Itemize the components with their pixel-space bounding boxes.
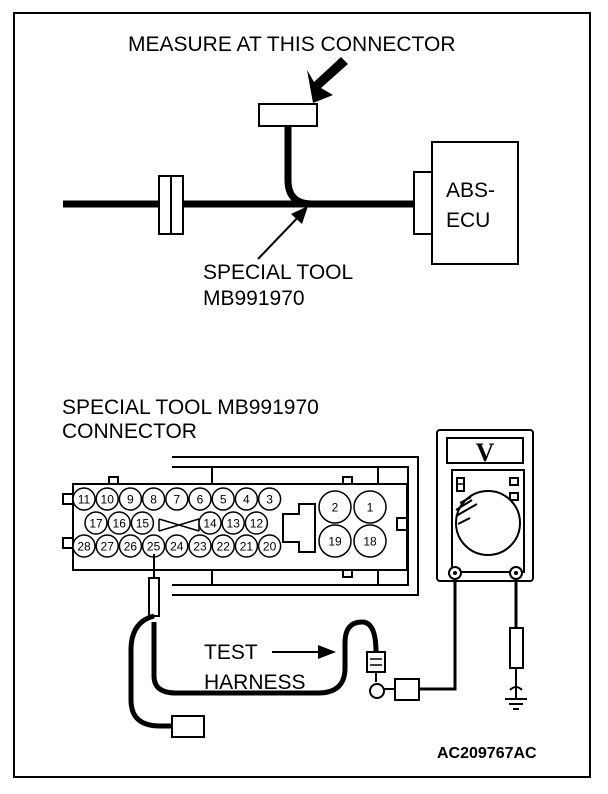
connector-pin-label: 20 bbox=[263, 539, 277, 553]
connector-pin bbox=[118, 487, 143, 511]
measure-connector bbox=[258, 103, 318, 127]
connector-pin-label: 27 bbox=[101, 539, 115, 553]
connector-label-line2: CONNECTOR bbox=[62, 420, 197, 443]
connector-pin-label: 25 bbox=[147, 539, 161, 553]
voltmeter-label: V bbox=[476, 438, 495, 467]
connector-pin bbox=[188, 487, 212, 511]
connector-pin bbox=[211, 534, 235, 558]
special-tool-label-line1: SPECIAL TOOL bbox=[203, 261, 354, 284]
connector-pin bbox=[244, 511, 269, 535]
connector-pin-label: 23 bbox=[193, 539, 207, 553]
arrow-icon bbox=[307, 57, 348, 103]
connector-pin bbox=[72, 487, 96, 511]
connector-pin-label: 18 bbox=[363, 535, 377, 549]
connector-pin bbox=[211, 487, 235, 511]
connector-pin-label: 14 bbox=[203, 516, 217, 530]
abs-ecu-label-line1: ABS- bbox=[446, 179, 496, 202]
connector-pin bbox=[95, 534, 119, 558]
connector-pin-label: 28 bbox=[77, 539, 91, 553]
connector-pin-label: 7 bbox=[173, 492, 180, 506]
connector-pin-label: 5 bbox=[220, 492, 227, 506]
connector-pin-label: 15 bbox=[136, 516, 150, 530]
connector-pin-label: 1 bbox=[367, 501, 374, 515]
connector-pin bbox=[234, 487, 259, 511]
connector-pin bbox=[107, 511, 131, 535]
connector-pin-label: 3 bbox=[266, 492, 273, 506]
connector-pin bbox=[95, 487, 119, 511]
connector-pin bbox=[318, 490, 352, 524]
test-harness-arrow bbox=[272, 645, 336, 659]
connector-pin bbox=[234, 534, 259, 558]
abs-ecu-box bbox=[413, 141, 519, 265]
special-tool-label-line2: MB991970 bbox=[203, 287, 305, 310]
connector-pin bbox=[198, 511, 222, 535]
main-harness bbox=[63, 124, 414, 235]
test-harness-label-line1: TEST bbox=[204, 641, 258, 664]
connector-pin bbox=[72, 534, 96, 558]
connector-pin-label: 17 bbox=[89, 516, 103, 530]
connector-pin-label: 13 bbox=[227, 516, 241, 530]
document-id: AC209767AC bbox=[437, 745, 537, 762]
connector-pin-label: 24 bbox=[170, 539, 184, 553]
connector-pin-label: 2 bbox=[332, 501, 339, 515]
connector-pin bbox=[353, 524, 387, 558]
connector-pin-label: 6 bbox=[197, 492, 204, 506]
connector-pin bbox=[353, 490, 387, 524]
abs-ecu-label-line2: ECU bbox=[446, 209, 491, 232]
test-harness-label-line2: HARNESS bbox=[204, 671, 306, 694]
connector-pin bbox=[141, 487, 166, 511]
connector-pin bbox=[188, 534, 212, 558]
connector-pin bbox=[257, 487, 282, 511]
connector-pin bbox=[165, 487, 189, 511]
connector-pin-label: 22 bbox=[217, 539, 231, 553]
diagram-frame bbox=[13, 12, 591, 778]
connector-pin-label: 16 bbox=[113, 516, 127, 530]
connector-pin bbox=[221, 511, 245, 535]
connector-pin-label: 10 bbox=[101, 492, 115, 506]
connector-pin-label: 12 bbox=[250, 516, 264, 530]
connector-pin-label: 21 bbox=[240, 539, 254, 553]
pointer-arrow bbox=[257, 206, 308, 260]
voltmeter-icon bbox=[436, 429, 534, 582]
connector-pin-label: 4 bbox=[243, 492, 250, 506]
connector-pin bbox=[165, 534, 189, 558]
connector-pin bbox=[84, 511, 108, 535]
connector-pin bbox=[318, 524, 352, 558]
connector-pin bbox=[257, 534, 282, 558]
connector-pin-label: 11 bbox=[78, 492, 91, 506]
measure-label: MEASURE AT THIS CONNECTOR bbox=[128, 33, 456, 56]
connector-pin-label: 8 bbox=[150, 492, 157, 506]
connector-pin bbox=[130, 511, 155, 535]
connector-pin-label: 19 bbox=[328, 535, 342, 549]
connector-pin-label: 9 bbox=[127, 492, 134, 506]
connector-pin-label: 26 bbox=[124, 539, 138, 553]
ground-icon bbox=[505, 698, 527, 710]
connector-pin bbox=[118, 534, 143, 558]
test-harness bbox=[128, 554, 524, 738]
connector-label-line1: SPECIAL TOOL MB991970 bbox=[62, 396, 319, 419]
